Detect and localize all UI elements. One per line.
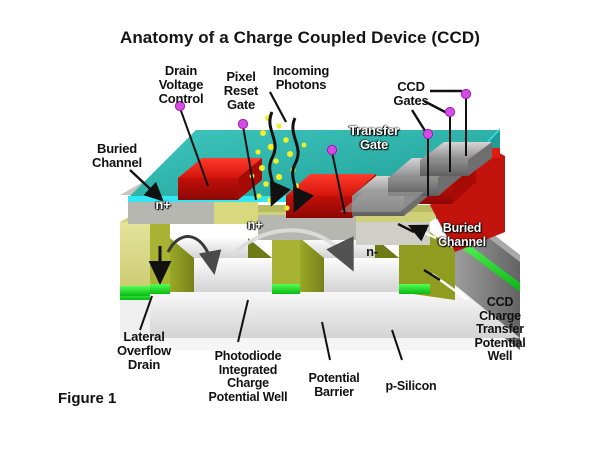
label-photodiode-integrated-charge-potential-well: Photodiode Integrated Charge Potential W… [208, 349, 288, 404]
label-transfer-gate: Transfer Gate [349, 123, 399, 153]
label-n-plus-left: n+ [155, 197, 171, 212]
label-drain-voltage-control: Drain Voltage Control [158, 63, 204, 107]
ccd-gate-ridges [340, 142, 492, 216]
contact-pin-heads [174, 88, 472, 156]
label-n-minus-right: n- [366, 244, 378, 259]
label-p-silicon: p-Silicon [385, 379, 437, 393]
label-buried-channel-right: Buried Channel [438, 221, 486, 249]
charge-flow-arrows [148, 228, 354, 285]
label-incoming-photons: Incoming Photons [272, 63, 330, 93]
label-potential-barrier: Potential Barrier [308, 371, 360, 399]
figure-caption: Figure 1 [58, 390, 117, 407]
label-ccd-charge-transfer-potential-well: CCD Charge Transfer Potential Well [474, 295, 526, 363]
incoming-photons-graphic [249, 111, 314, 213]
label-lateral-overflow-drain: Lateral Overflow Drain [116, 329, 172, 373]
label-ccd-gates: CCD Gates [393, 79, 429, 109]
page-title: Anatomy of a Charge Coupled Device (CCD) [119, 28, 481, 47]
label-buried-channel-left: Buried Channel [92, 141, 142, 171]
leader-lines [129, 89, 469, 361]
label-n-plus-center: n+ [247, 217, 263, 232]
label-pixel-reset-gate: Pixel Reset Gate [223, 69, 259, 113]
